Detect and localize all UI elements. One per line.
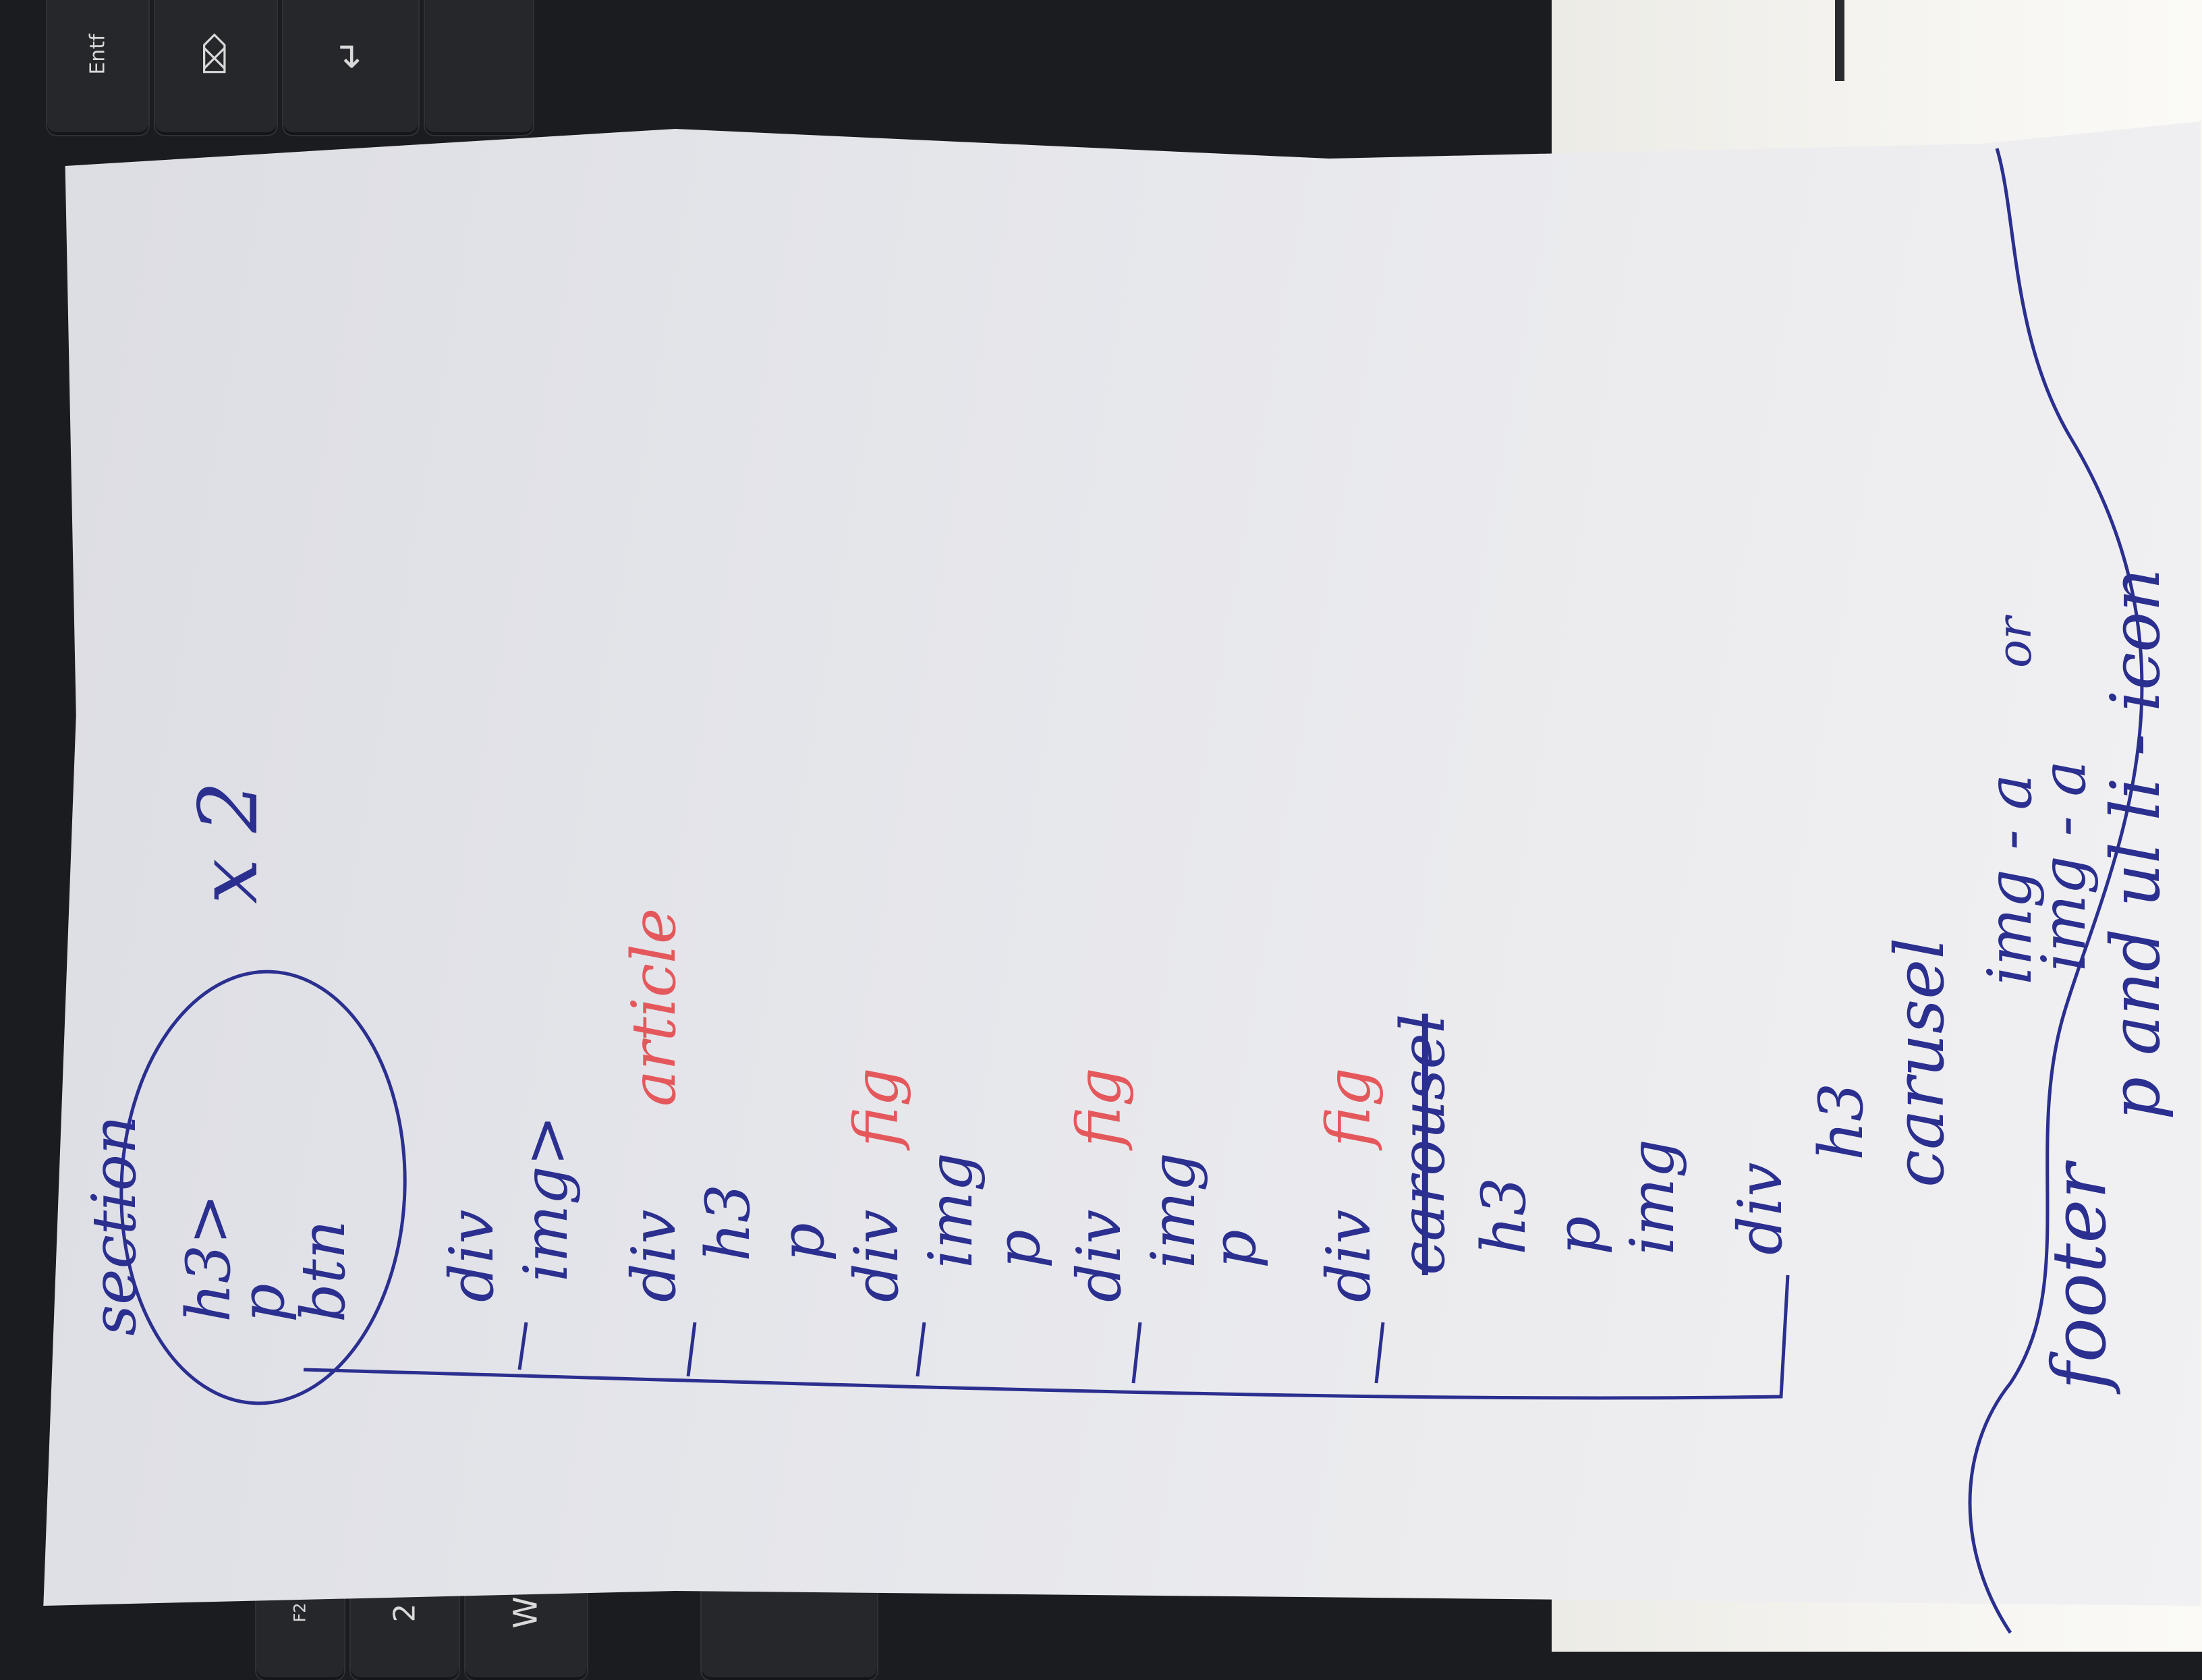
- key-del: ⌦: [155, 0, 277, 135]
- tree-node-10: p: [1199, 1229, 1270, 1268]
- section-btn: btn: [288, 1220, 359, 1322]
- footer-img-1: img - a: [1975, 774, 2045, 985]
- tree-node-12: carousel: [1388, 1014, 1459, 1275]
- tree-node-9: img: [1138, 1152, 1209, 1268]
- tree-node-7: p: [983, 1229, 1054, 1268]
- tree-annotation-fig-3: fig: [1314, 1067, 1384, 1151]
- footer-label: footer: [2036, 1160, 2122, 1395]
- key-extra: [425, 0, 533, 135]
- tree-node-6: img: [915, 1152, 986, 1268]
- tree-node-8: div: [1064, 1210, 1135, 1302]
- tree-node-0: div: [436, 1210, 507, 1302]
- tree-node-5: div: [841, 1210, 912, 1302]
- repeat-marker: x 2: [182, 781, 276, 904]
- tree-annotation-article: article: [619, 908, 689, 1107]
- tree-node-4: p: [767, 1223, 838, 1262]
- footer-img-2: img - a: [2029, 760, 2099, 972]
- tree-node-1: img>: [511, 1115, 582, 1282]
- tree-node-14: p: [1543, 1216, 1614, 1255]
- tree-node-16: div: [1725, 1163, 1796, 1255]
- tree-node-18: carusel: [1880, 938, 1959, 1187]
- key-enter: ↵: [283, 0, 418, 135]
- section-label: section: [79, 1115, 150, 1336]
- tree-node-17: h3: [1806, 1083, 1877, 1160]
- tree-annotation-fig-1: fig: [841, 1067, 912, 1151]
- section-p: p: [227, 1283, 298, 1322]
- tree-annotation-fig-2: fig: [1064, 1067, 1135, 1151]
- tree-node-15: img: [1617, 1139, 1688, 1255]
- footer-line: p and ul li - icon: [2096, 568, 2175, 1120]
- paper-sheet: [43, 121, 2201, 1606]
- key-entf: Entf: [47, 0, 148, 135]
- desk-edge: [1835, 0, 1844, 81]
- tree-node-13: h3: [1469, 1177, 1540, 1255]
- tree-node-3: h3: [693, 1184, 764, 1262]
- footer-or: or: [1987, 615, 2042, 668]
- section-h3: h3>: [173, 1194, 244, 1322]
- tree-node-2: div: [619, 1210, 689, 1302]
- tree-node-11: div: [1314, 1210, 1384, 1302]
